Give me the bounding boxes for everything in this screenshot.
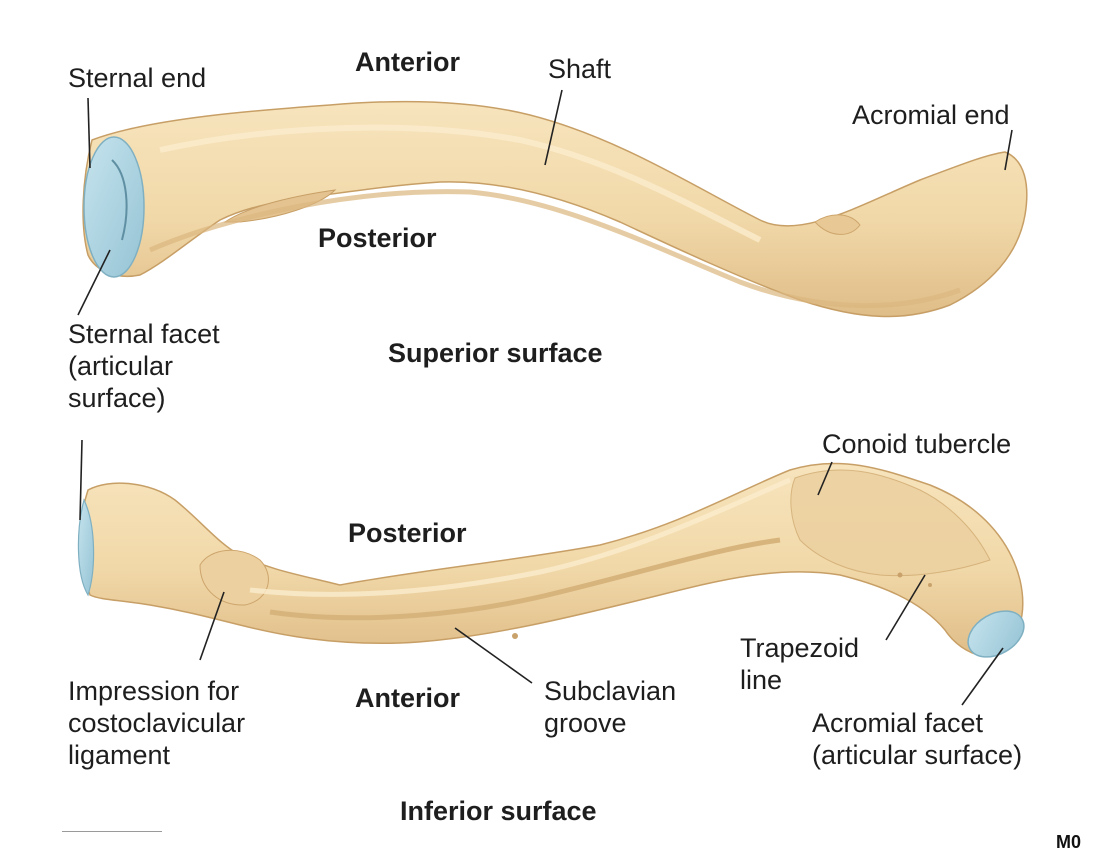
corner-mark: M0 xyxy=(1056,832,1082,852)
superior-bone-body xyxy=(82,100,1028,318)
inferior-sternal-facet xyxy=(77,498,95,597)
label-conoid-tubercle: Conoid tubercle xyxy=(822,429,1012,459)
leader-acromial-end xyxy=(1004,129,1013,171)
footer-rule xyxy=(62,831,162,832)
leader-sternal-facet-inferior xyxy=(79,439,83,521)
label-acromial-end: Acromial end xyxy=(852,100,1010,130)
leader-subclavian-groove xyxy=(454,627,533,684)
label-posterior-inferior: Posterior xyxy=(348,518,467,548)
leader-shaft xyxy=(544,89,563,166)
superior-shaft-highlight xyxy=(159,124,762,243)
sternal-facet-cartilage xyxy=(83,136,145,278)
inferior-conoid-area xyxy=(790,469,991,577)
leader-conoid-tubercle xyxy=(817,461,833,496)
inferior-shaft-highlight xyxy=(249,477,791,597)
leader-lines xyxy=(77,89,1013,706)
foramen-dot xyxy=(928,583,932,587)
label-shaft: Shaft xyxy=(548,54,612,84)
label-sternal-end: Sternal end xyxy=(68,63,207,93)
leader-trapezoid-line xyxy=(885,574,926,641)
foramen-dot xyxy=(897,572,903,578)
sternal-facet-ridge xyxy=(111,159,128,241)
leader-impression xyxy=(199,591,225,661)
label-impression: Impression for costoclavicular ligament xyxy=(68,676,246,770)
label-anterior-inferior: Anterior xyxy=(355,683,461,713)
acromial-facet-cartilage xyxy=(967,610,1025,658)
leader-acromial-facet xyxy=(961,647,1004,706)
subclavian-groove-line xyxy=(269,537,781,621)
leader-sternal-end xyxy=(87,97,91,169)
label-trapezoid-line: Trapezoid line xyxy=(740,633,860,695)
title-superior-surface: Superior surface xyxy=(388,338,603,368)
label-posterior-superior: Posterior xyxy=(318,223,437,253)
superior-conoid-bump xyxy=(814,214,861,235)
foramen-dot xyxy=(512,633,518,639)
superior-shaft-shadow xyxy=(148,189,961,309)
leader-sternal-facet xyxy=(77,249,111,316)
label-acromial-facet: Acromial facet (articular surface) xyxy=(812,708,1023,770)
label-sternal-facet: Sternal facet (articular surface) xyxy=(68,319,220,413)
title-inferior-surface: Inferior surface xyxy=(400,796,597,826)
superior-clavicle xyxy=(82,100,1028,318)
label-anterior-superior: Anterior xyxy=(355,47,461,77)
inferior-clavicle xyxy=(77,462,1025,658)
label-subclavian-groove: Subclavian groove xyxy=(544,676,677,738)
